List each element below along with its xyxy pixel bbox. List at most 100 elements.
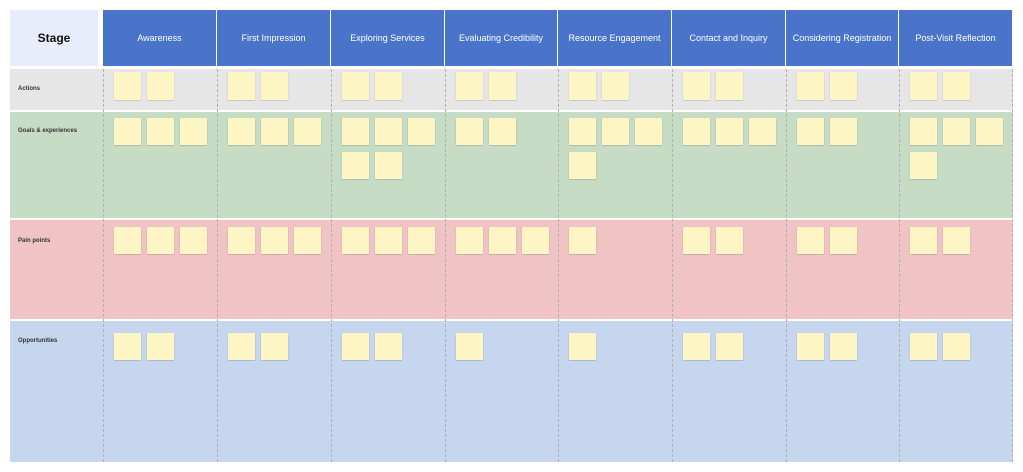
sticky-note[interactable] xyxy=(716,227,743,254)
stage-title: First Impression xyxy=(241,33,306,43)
sticky-note[interactable] xyxy=(749,118,776,145)
sticky-note[interactable] xyxy=(830,118,857,145)
sticky-note[interactable] xyxy=(716,333,743,360)
sticky-note[interactable] xyxy=(114,333,141,360)
sticky-note[interactable] xyxy=(228,72,255,100)
stage-header-evaluating-credibility[interactable]: Evaluating Credibility xyxy=(445,10,558,66)
sticky-note[interactable] xyxy=(716,118,743,145)
stage-header-considering-registration[interactable]: Considering Registration xyxy=(786,10,899,66)
sticky-note[interactable] xyxy=(147,227,174,254)
sticky-note[interactable] xyxy=(683,333,710,360)
column-divider xyxy=(786,69,787,462)
sticky-note[interactable] xyxy=(797,118,824,145)
sticky-note[interactable] xyxy=(569,333,596,360)
sticky-note[interactable] xyxy=(456,227,483,254)
stage-header-awareness[interactable]: Awareness xyxy=(103,10,217,66)
sticky-note[interactable] xyxy=(342,72,369,100)
sticky-note[interactable] xyxy=(114,227,141,254)
sticky-note[interactable] xyxy=(342,152,369,179)
sticky-note[interactable] xyxy=(261,118,288,145)
sticky-note[interactable] xyxy=(375,72,402,100)
sticky-note[interactable] xyxy=(569,118,596,145)
sticky-note[interactable] xyxy=(522,227,549,254)
sticky-note[interactable] xyxy=(456,72,483,100)
sticky-note[interactable] xyxy=(375,118,402,145)
stage-header-exploring-services[interactable]: Exploring Services xyxy=(331,10,445,66)
sticky-note[interactable] xyxy=(489,72,516,100)
sticky-note[interactable] xyxy=(408,118,435,145)
sticky-note[interactable] xyxy=(943,118,970,145)
sticky-note[interactable] xyxy=(943,72,970,100)
stage-header-first-impression[interactable]: First Impression xyxy=(217,10,331,66)
sticky-note[interactable] xyxy=(342,227,369,254)
sticky-note[interactable] xyxy=(375,333,402,360)
stage-title: Considering Registration xyxy=(792,33,892,43)
sticky-note[interactable] xyxy=(261,72,288,100)
sticky-note[interactable] xyxy=(569,152,596,179)
sticky-note[interactable] xyxy=(228,333,255,360)
sticky-note[interactable] xyxy=(569,227,596,254)
sticky-note[interactable] xyxy=(830,227,857,254)
sticky-note[interactable] xyxy=(910,333,937,360)
sticky-note[interactable] xyxy=(408,227,435,254)
sticky-note[interactable] xyxy=(797,333,824,360)
sticky-note[interactable] xyxy=(489,227,516,254)
stage-header-contact-and-inquiry[interactable]: Contact and Inquiry xyxy=(672,10,786,66)
sticky-note[interactable] xyxy=(830,333,857,360)
sticky-note[interactable] xyxy=(683,118,710,145)
sticky-note[interactable] xyxy=(830,72,857,100)
sticky-note[interactable] xyxy=(910,118,937,145)
sticky-note[interactable] xyxy=(943,227,970,254)
column-divider xyxy=(558,69,559,462)
sticky-note[interactable] xyxy=(342,333,369,360)
stage-header-post-visit-reflection[interactable]: Post-Visit Reflection xyxy=(899,10,1013,66)
stage-header-resource-engagement[interactable]: Resource Engagement xyxy=(558,10,672,66)
column-divider xyxy=(899,69,900,462)
sticky-note[interactable] xyxy=(456,118,483,145)
sticky-note[interactable] xyxy=(147,118,174,145)
stage-title: Exploring Services xyxy=(350,33,425,43)
sticky-note[interactable] xyxy=(147,72,174,100)
sticky-note[interactable] xyxy=(180,118,207,145)
sticky-note[interactable] xyxy=(489,118,516,145)
sticky-note[interactable] xyxy=(635,118,662,145)
sticky-note[interactable] xyxy=(602,118,629,145)
sticky-note[interactable] xyxy=(797,72,824,100)
row-label-opportunities: Opportunities xyxy=(18,338,58,344)
sticky-note[interactable] xyxy=(228,118,255,145)
column-divider xyxy=(672,69,673,462)
sticky-note[interactable] xyxy=(602,72,629,100)
sticky-note[interactable] xyxy=(976,118,1003,145)
sticky-note[interactable] xyxy=(114,118,141,145)
sticky-note[interactable] xyxy=(943,333,970,360)
sticky-note[interactable] xyxy=(180,227,207,254)
sticky-note[interactable] xyxy=(910,72,937,100)
column-divider xyxy=(103,69,104,462)
stage-title: Resource Engagement xyxy=(568,33,661,43)
sticky-note[interactable] xyxy=(147,333,174,360)
sticky-note[interactable] xyxy=(456,333,483,360)
stage-title: Contact and Inquiry xyxy=(689,33,768,43)
sticky-note[interactable] xyxy=(114,72,141,100)
sticky-note[interactable] xyxy=(569,72,596,100)
column-divider xyxy=(445,69,446,462)
sticky-note[interactable] xyxy=(910,227,937,254)
sticky-note[interactable] xyxy=(716,72,743,100)
stage-title: Awareness xyxy=(137,33,182,43)
sticky-note[interactable] xyxy=(342,118,369,145)
sticky-note[interactable] xyxy=(683,72,710,100)
column-divider xyxy=(217,69,218,462)
sticky-note[interactable] xyxy=(797,227,824,254)
stage-label: Stage xyxy=(37,31,71,45)
column-divider xyxy=(1012,69,1013,462)
sticky-note[interactable] xyxy=(261,333,288,360)
sticky-note[interactable] xyxy=(228,227,255,254)
sticky-note[interactable] xyxy=(375,227,402,254)
sticky-note[interactable] xyxy=(910,152,937,179)
sticky-note[interactable] xyxy=(683,227,710,254)
sticky-note[interactable] xyxy=(261,227,288,254)
sticky-note[interactable] xyxy=(294,227,321,254)
sticky-note[interactable] xyxy=(375,152,402,179)
sticky-note[interactable] xyxy=(294,118,321,145)
